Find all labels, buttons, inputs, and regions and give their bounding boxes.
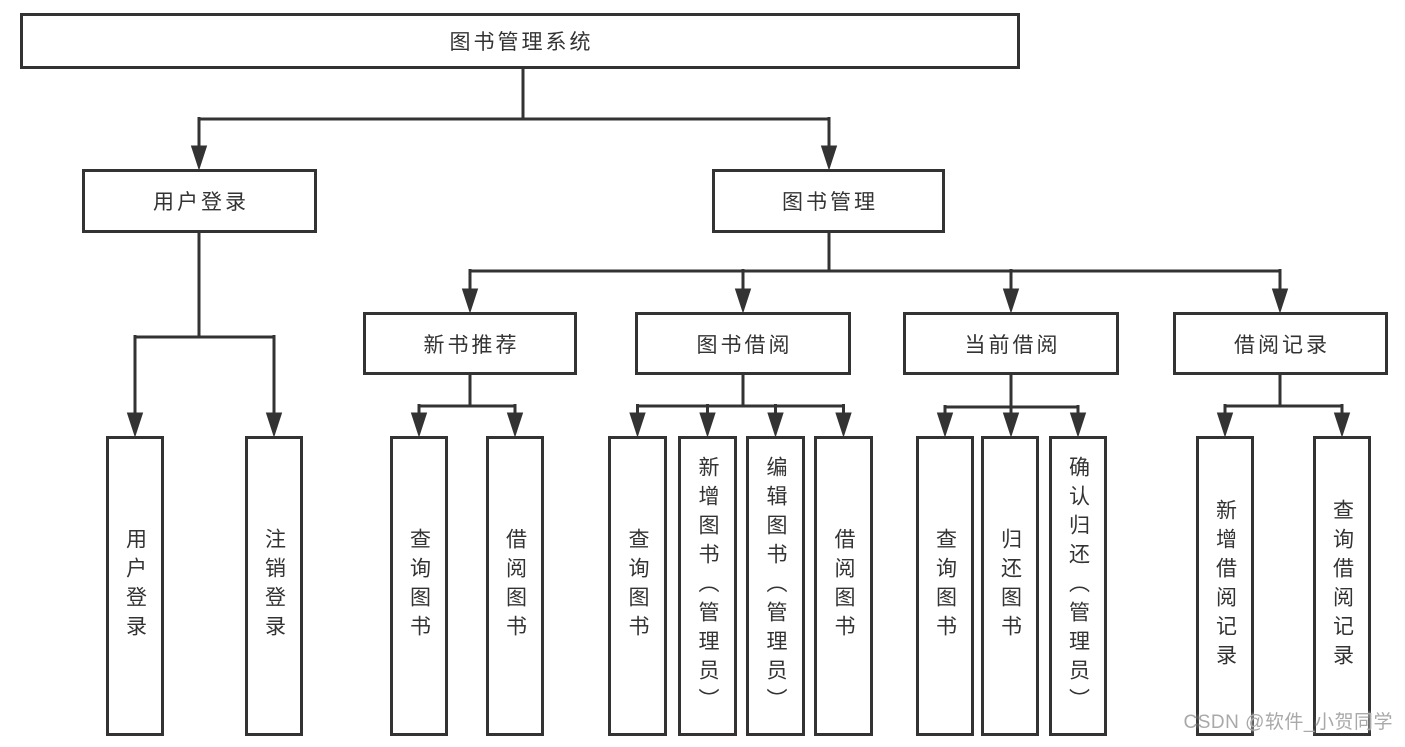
leaf-query-borrow-record-label: 查询借阅记录 bbox=[1330, 499, 1354, 673]
node-current-borrow-label: 当前借阅 bbox=[964, 333, 1061, 357]
node-book-management-label: 图书管理 bbox=[782, 191, 878, 214]
node-current-borrow: 当前借阅 bbox=[903, 312, 1119, 375]
leaf-query-books-recommend: 查询图书 bbox=[390, 436, 448, 736]
node-user-login: 用户登录 bbox=[82, 169, 317, 233]
leaf-query-books-borrow: 查询图书 bbox=[608, 436, 667, 736]
leaf-add-book-admin: 新增图书（管理员） bbox=[678, 436, 737, 736]
node-book-borrow-label: 图书借阅 bbox=[696, 333, 793, 357]
connector-book-borrow-to-children bbox=[629, 375, 852, 438]
connector-new-book-recommend-to-children bbox=[410, 375, 524, 438]
connector-book-management-to-level3 bbox=[461, 233, 1289, 314]
leaf-add-borrow-record: 新增借阅记录 bbox=[1196, 436, 1254, 736]
node-new-book-recommend: 新书推荐 bbox=[363, 312, 577, 375]
connector-root-to-level2 bbox=[190, 69, 838, 171]
leaf-confirm-return-admin: 确认归还（管理员） bbox=[1049, 436, 1107, 736]
node-book-management: 图书管理 bbox=[712, 169, 945, 233]
leaf-add-borrow-record-label: 新增借阅记录 bbox=[1213, 499, 1237, 673]
connector-user-login-to-children bbox=[126, 233, 283, 438]
leaf-edit-book-admin: 编辑图书（管理员） bbox=[746, 436, 805, 736]
node-user-login-label: 用户登录 bbox=[153, 191, 249, 214]
leaf-return-books-label: 归还图书 bbox=[998, 528, 1022, 644]
connector-borrow-records-to-children bbox=[1216, 375, 1351, 438]
leaf-query-books-current: 查询图书 bbox=[916, 436, 974, 736]
node-root-label: 图书管理系统 bbox=[449, 31, 594, 54]
node-borrow-records-label: 借阅记录 bbox=[1234, 333, 1330, 357]
leaf-query-books-recommend-label: 查询图书 bbox=[407, 528, 431, 644]
connector-current-borrow-to-children bbox=[936, 375, 1087, 438]
leaf-borrow-books-2-label: 借阅图书 bbox=[832, 528, 855, 644]
leaf-logout-label: 注销登录 bbox=[262, 528, 286, 644]
node-book-borrow: 图书借阅 bbox=[635, 312, 851, 375]
leaf-edit-book-admin-label: 编辑图书（管理员） bbox=[764, 455, 787, 717]
node-root: 图书管理系统 bbox=[20, 13, 1020, 69]
leaf-user-login-label: 用户登录 bbox=[123, 528, 147, 644]
leaf-add-book-admin-label: 新增图书（管理员） bbox=[696, 455, 719, 717]
leaf-return-books: 归还图书 bbox=[981, 436, 1039, 736]
node-borrow-records: 借阅记录 bbox=[1173, 312, 1388, 375]
leaf-query-borrow-record: 查询借阅记录 bbox=[1313, 436, 1371, 736]
leaf-borrow-books-2: 借阅图书 bbox=[814, 436, 873, 736]
node-new-book-recommend-label: 新书推荐 bbox=[423, 333, 520, 357]
leaf-logout: 注销登录 bbox=[245, 436, 303, 736]
leaf-query-books-current-label: 查询图书 bbox=[933, 528, 957, 644]
leaf-borrow-books-recommend-label: 借阅图书 bbox=[503, 528, 527, 644]
leaf-borrow-books-recommend: 借阅图书 bbox=[486, 436, 544, 736]
leaf-confirm-return-admin-label: 确认归还（管理员） bbox=[1066, 455, 1090, 717]
leaf-query-books-borrow-label: 查询图书 bbox=[626, 528, 649, 644]
leaf-user-login: 用户登录 bbox=[106, 436, 164, 736]
csdn-watermark: CSDN @软件_小贺同学 bbox=[1183, 712, 1393, 733]
